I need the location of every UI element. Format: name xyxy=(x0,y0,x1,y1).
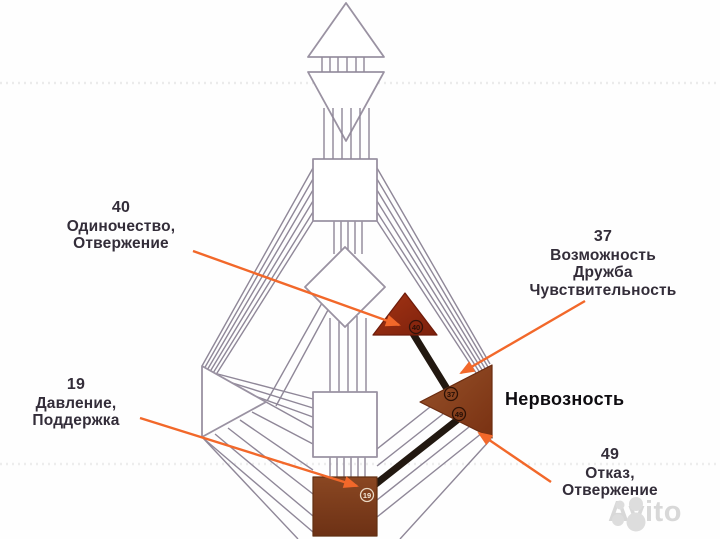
gate-49-label-number: 49 xyxy=(600,446,620,463)
gate-40-label-line: Отвержение xyxy=(73,235,169,252)
avito-logo-icon xyxy=(612,497,646,532)
spleen-center xyxy=(201,365,267,438)
annotation-gate-37: 37 Возможность Дружба Чувствительность xyxy=(508,228,698,299)
head-center xyxy=(307,2,385,58)
gate-37-number: 37 xyxy=(447,390,455,399)
annotation-gate-40: 40 Одиночество, Отвержение xyxy=(36,199,206,253)
channel-19-49 xyxy=(368,413,465,491)
gate-40-number: 40 xyxy=(412,323,420,332)
arrow-gate-37 xyxy=(459,299,586,375)
gate-49-circle xyxy=(451,406,467,422)
annotation-gate-49: 49 Отказ, Отвержение xyxy=(525,446,695,500)
sacral-center xyxy=(312,391,378,458)
gate-19-number: 19 xyxy=(363,491,371,500)
g-center xyxy=(304,246,386,328)
gate-49-number: 49 xyxy=(455,410,463,419)
gate-37-label-line: Возможность xyxy=(550,246,656,264)
gate-40-circle xyxy=(408,319,424,335)
solar-plexus-center xyxy=(419,364,493,439)
gate-37-label-line: Чувствительность xyxy=(529,281,677,299)
gate-49-label-line: Отказ, xyxy=(585,464,635,482)
gate-49-label-line: Отвержение xyxy=(562,482,658,499)
gate-19-circle xyxy=(359,487,375,503)
arrow-gate-40 xyxy=(192,249,401,327)
gate-40-label-line: Одиночество, xyxy=(66,217,176,235)
annotation-arrows xyxy=(139,249,586,488)
avito-watermark: Avito xyxy=(608,496,682,532)
gate-19-label-line: Поддержка xyxy=(32,412,120,429)
gate-bubbles: 40 37 49 19 xyxy=(359,319,467,503)
gate-37-label-number: 37 xyxy=(593,228,613,245)
root-center xyxy=(312,476,378,537)
annotation-gate-19: 19 Давление, Поддержка xyxy=(0,376,156,430)
gate-40-label-number: 40 xyxy=(111,199,131,216)
head-ajna-channels xyxy=(321,57,370,159)
throat-center xyxy=(312,158,378,222)
gate-19-label-number: 19 xyxy=(66,376,86,393)
gate-19-label-line: Давление, xyxy=(35,394,117,412)
arrow-gate-49 xyxy=(477,431,552,483)
ajna-center xyxy=(307,71,385,142)
gate-37-label-line: Дружба xyxy=(573,264,633,281)
defined-channels xyxy=(368,328,465,491)
gate-37-circle xyxy=(443,386,459,402)
nervousness-label: Нервозность xyxy=(505,389,625,409)
channel-37-40 xyxy=(408,328,453,396)
undefined-centers xyxy=(201,2,386,458)
channel-lines xyxy=(201,167,492,539)
arrow-gate-19 xyxy=(139,416,359,488)
